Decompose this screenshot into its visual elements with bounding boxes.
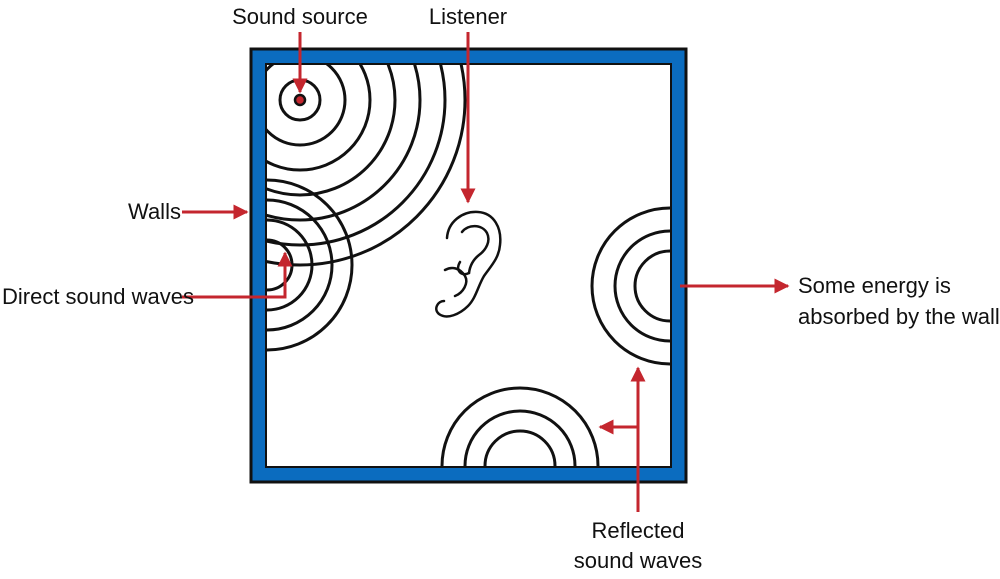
sound-source-label: Sound source [232, 4, 368, 29]
reflected-label-line1: Reflected [592, 518, 685, 543]
source-wave-rings [267, 65, 467, 267]
ear-icon [435, 210, 502, 318]
walls-label: Walls [128, 199, 181, 224]
reflected-label-line2: sound waves [574, 548, 702, 573]
direct-waves-arrow [182, 251, 293, 299]
absorbed-label-line2: absorbed by the walls [798, 304, 1000, 329]
direct-waves-label: Direct sound waves [2, 284, 194, 309]
sound-source-dot [293, 93, 307, 107]
listener-label: Listener [429, 4, 507, 29]
absorbed-label-line1: Some energy is [798, 273, 951, 298]
reflected-wave-rings-bottom [440, 386, 600, 466]
reflected-wave-rings-right [590, 206, 670, 366]
arrows [182, 32, 790, 512]
